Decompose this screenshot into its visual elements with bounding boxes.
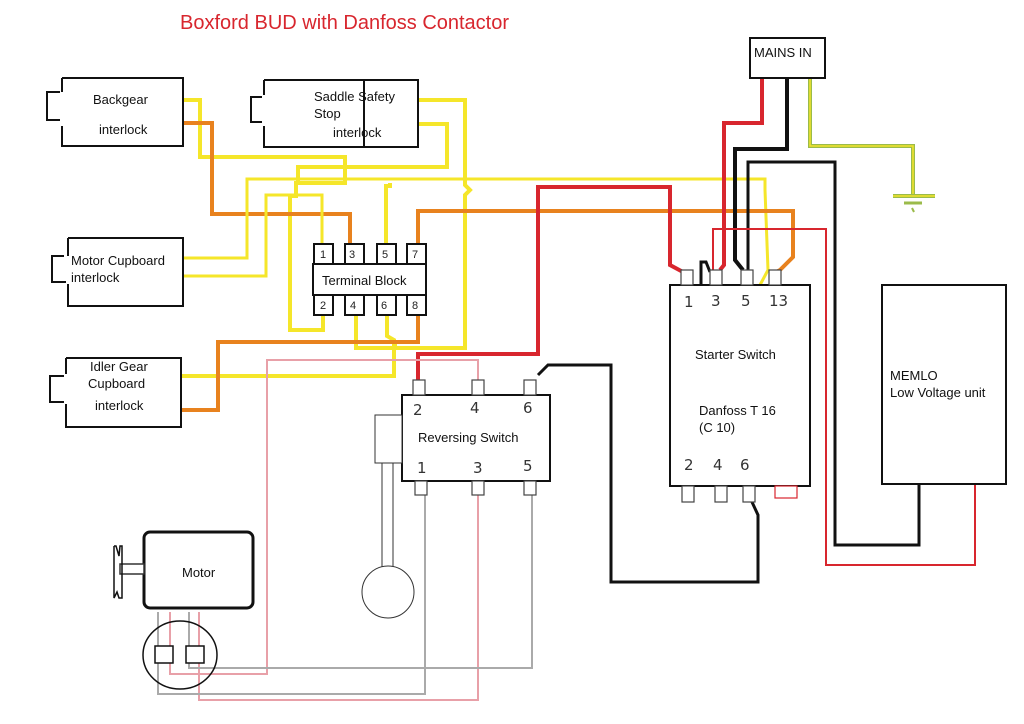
wire-thin-red-memlo	[712, 228, 976, 566]
motor-terminal-box	[142, 620, 218, 690]
terminal-7-label: 7	[412, 249, 418, 261]
switch-bracket-icon	[49, 375, 64, 403]
motor-cupboard-sublabel: interlock	[71, 270, 120, 285]
starter-terminal-5: 5	[741, 292, 751, 310]
wire-tb4-yellow	[354, 315, 465, 350]
starter-model-label: Danfoss T 16	[699, 403, 776, 418]
terminal-4-label: 4	[350, 300, 356, 312]
reversing-switch: 2 4 6 Reversing Switch 1 3 5	[361, 379, 551, 619]
terminal-block-top-terminals: 1 3 5 7	[313, 243, 427, 265]
mains-in: MAINS IN	[749, 37, 826, 79]
terminal-6-label: 6	[381, 300, 387, 312]
terminal-7	[406, 243, 427, 265]
motor-label: Motor	[182, 565, 216, 580]
starter-switch: 1 3 5 13 Starter Switch Danfoss T 16 (C …	[669, 269, 811, 503]
terminal-2-label: 2	[320, 300, 326, 312]
reversing-terminal-3: 3	[473, 459, 483, 477]
terminal-1-label: 1	[320, 249, 326, 261]
starter-terminal-13: 13	[769, 292, 788, 310]
starter-terminal-3: 3	[711, 292, 721, 310]
starter-rating-label: (C 10)	[699, 420, 735, 435]
terminal-6	[376, 294, 397, 316]
switch-bracket-icon	[46, 91, 60, 121]
reversing-terminal-4: 4	[470, 399, 480, 417]
idler-gear-label-3: interlock	[95, 398, 144, 413]
terminal-block-label: Terminal Block	[322, 273, 407, 288]
wire-mains-live-red	[718, 72, 764, 272]
memlo-label: MEMLO	[890, 368, 938, 383]
diagram-title: Boxford BUD with Danfoss Contactor	[180, 12, 509, 34]
wire-earth-stripe	[809, 72, 914, 196]
memlo-sublabel: Low Voltage unit	[890, 385, 986, 400]
wire-motor-cupboard-yellow-2	[183, 193, 324, 278]
idler-gear-label-2: Cupboard	[88, 376, 145, 391]
mains-in-label: MAINS IN	[754, 45, 812, 60]
switch-bracket-icon	[51, 255, 66, 283]
wire-black-to-memlo	[746, 160, 921, 547]
wire-motor-cupboard-yellow-1	[183, 177, 770, 293]
starter-terminal-1: 1	[684, 293, 694, 311]
wire-black-starter-to-reverse	[536, 363, 760, 584]
starter-switch-label: Starter Switch	[695, 347, 776, 362]
wire-black-bridge	[699, 260, 712, 287]
wire-saddle-yellow-2b	[384, 183, 392, 245]
starter-terminal-6: 6	[740, 456, 750, 474]
reversing-lever-handle	[361, 414, 415, 619]
saddle-label-3: interlock	[333, 125, 382, 140]
terminal-3	[344, 243, 365, 265]
memlo-unit: MEMLO Low Voltage unit	[881, 284, 1007, 485]
wire-tb8-orange	[180, 315, 420, 412]
reversing-terminal-6: 6	[523, 399, 533, 417]
starter-top-terminals	[680, 269, 782, 286]
terminal-4	[344, 294, 365, 316]
motor-cupboard-interlock: Motor Cupboard interlock	[51, 237, 184, 307]
wire-red-reverse-to-starter	[416, 185, 684, 382]
wire-earth	[808, 72, 915, 196]
reversing-terminal-2: 2	[413, 401, 423, 419]
backgear-label: Backgear	[93, 92, 149, 107]
terminal-block: Terminal Block 1 3 5 7 2 4 6 8	[312, 243, 427, 316]
reversing-switch-label: Reversing Switch	[418, 430, 518, 445]
reversing-terminal-1: 1	[417, 459, 427, 477]
wire-saddle-yellow-2	[296, 122, 449, 183]
motor: Motor	[113, 530, 255, 690]
saddle-label-1: Saddle Safety	[314, 89, 395, 104]
wire-backgear-orange	[183, 121, 352, 245]
wire-tb6-yellow	[180, 315, 396, 378]
reversing-top-terminals	[412, 379, 537, 396]
terminal-8-label: 8	[412, 300, 418, 312]
reversing-terminal-5: 5	[523, 457, 533, 475]
terminal-3-label: 3	[349, 249, 355, 261]
terminal-8	[406, 294, 427, 316]
starter-terminal-4: 4	[713, 456, 723, 474]
saddle-label-2: Stop	[314, 106, 341, 121]
wire-mains-neutral-black	[733, 72, 789, 272]
earth-ground-icon	[893, 194, 935, 213]
terminal-1	[313, 243, 334, 265]
wire-grey-rev5	[188, 494, 533, 669]
saddle-safety-interlock: Saddle Safety Stop interlock	[250, 79, 419, 148]
idler-gear-label-1: Idler Gear	[90, 359, 148, 374]
idler-gear-interlock: Idler Gear Cupboard interlock	[49, 357, 182, 428]
backgear-interlock: Backgear interlock	[46, 77, 184, 147]
terminal-5	[376, 243, 397, 265]
terminal-block-bottom-terminals: 2 4 6 8	[313, 294, 427, 316]
motor-cupboard-label: Motor Cupboard	[71, 253, 165, 268]
backgear-sublabel: interlock	[99, 122, 148, 137]
starter-terminal-2: 2	[684, 456, 694, 474]
pulley-icon	[113, 545, 145, 599]
terminal-5-label: 5	[382, 249, 388, 261]
reversing-bottom-terminals	[414, 480, 537, 496]
switch-bracket-icon	[250, 96, 262, 123]
starter-bottom-terminals	[681, 485, 798, 503]
terminal-2	[313, 294, 334, 316]
wires	[157, 72, 976, 701]
